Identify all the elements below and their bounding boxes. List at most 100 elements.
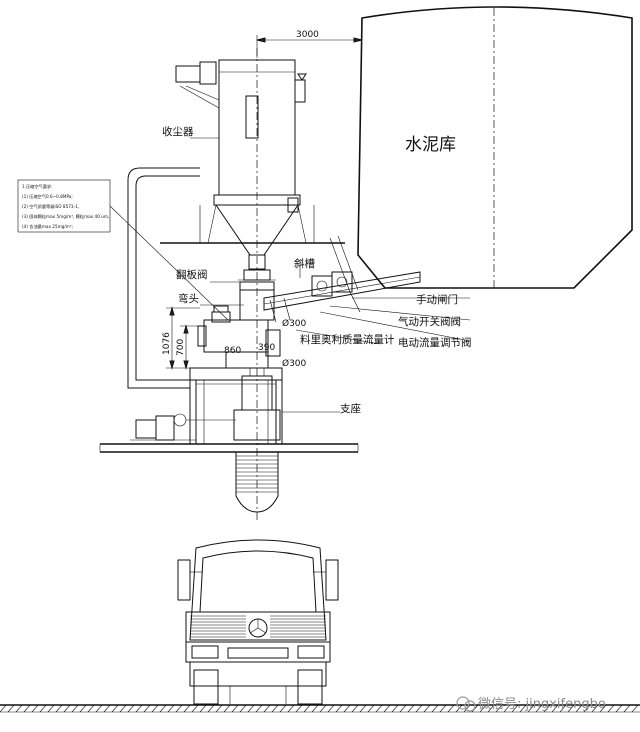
- dust-collector: [160, 48, 345, 520]
- stroke: [191, 704, 199, 713]
- note-line-1: (1) 压缩空气0.6~0.8MPa;: [22, 193, 73, 200]
- note-title: 1.压缩空气要求:: [22, 183, 53, 190]
- loading-spout: [233, 375, 281, 513]
- stroke: [167, 704, 175, 713]
- stroke: [487, 704, 495, 713]
- dim-3000-label: 3000: [296, 30, 319, 40]
- stroke: [295, 704, 303, 713]
- ground-hatch: [0, 704, 639, 713]
- stroke: [527, 704, 535, 713]
- stroke: [383, 704, 391, 713]
- stroke: [519, 704, 527, 713]
- support-label: 支座: [340, 402, 361, 415]
- stroke: [239, 704, 247, 713]
- manual-gate-label: 手动闸门: [416, 293, 458, 306]
- stroke: [71, 704, 79, 713]
- stroke: [247, 704, 255, 713]
- stroke: [255, 704, 263, 713]
- dim-700-label: 700: [176, 339, 186, 356]
- stroke: [551, 704, 559, 713]
- truck-grille: [190, 615, 326, 641]
- stroke: [503, 704, 511, 713]
- stroke: [223, 704, 231, 713]
- stroke: [103, 704, 111, 713]
- stroke: [591, 704, 599, 713]
- stroke: [31, 704, 39, 713]
- note-line-3: (3) 固体颗粒max 5mg/m³, 颗粒max 40 um,: [22, 213, 109, 220]
- stroke: [319, 704, 327, 713]
- vertical-dimensions: [166, 306, 200, 370]
- stroke: [15, 704, 23, 713]
- stroke: [463, 704, 471, 713]
- stroke: [199, 704, 207, 713]
- stroke: [231, 704, 239, 713]
- stroke: [151, 704, 159, 713]
- stroke: [79, 704, 87, 713]
- stroke: [631, 704, 639, 713]
- support-frame: [99, 367, 359, 453]
- stroke: [423, 704, 431, 713]
- stroke: [87, 704, 95, 713]
- stroke: [567, 704, 575, 713]
- blower-motor: [130, 413, 236, 441]
- stroke: [375, 704, 383, 713]
- stroke: [615, 704, 623, 713]
- stroke: [399, 704, 407, 713]
- stroke: [143, 704, 151, 713]
- dim-860-label: 860: [224, 346, 241, 356]
- valve-leaders: [295, 297, 471, 345]
- stroke: [327, 704, 335, 713]
- stroke: [479, 704, 487, 713]
- elbow-label: 弯头: [178, 292, 199, 305]
- stroke: [495, 704, 503, 713]
- flap-valve-label: 翻板阀: [176, 268, 208, 281]
- stroke: [439, 704, 447, 713]
- stroke: [543, 704, 551, 713]
- watermark: 微信号: jingxifengbo: [456, 696, 606, 712]
- stroke: [607, 704, 615, 713]
- stroke: [391, 704, 399, 713]
- stroke: [511, 704, 519, 713]
- stroke: [111, 704, 119, 713]
- stroke: [279, 704, 287, 713]
- stroke: [47, 704, 55, 713]
- stroke: [63, 704, 71, 713]
- stroke: [23, 704, 31, 713]
- stroke: [7, 704, 15, 713]
- air-slide-chute: [263, 235, 421, 323]
- stroke: [447, 704, 455, 713]
- stroke: [39, 704, 47, 713]
- stroke: [135, 704, 143, 713]
- bellows-rings: [236, 455, 278, 493]
- air-pipe-loop: [127, 167, 200, 389]
- stroke: [0, 704, 7, 713]
- stroke: [55, 704, 63, 713]
- dust-collector-label: 收尘器: [162, 125, 194, 138]
- stroke: [343, 704, 351, 713]
- stroke: [95, 704, 103, 713]
- stroke: [367, 704, 375, 713]
- dim-390-label: 390: [258, 343, 275, 353]
- stroke: [119, 704, 127, 713]
- stroke: [271, 704, 279, 713]
- watermark-text: 微信号: jingxifengbo: [478, 697, 606, 712]
- stroke: [535, 704, 543, 713]
- stroke: [287, 704, 295, 713]
- stroke: [599, 704, 607, 713]
- dim-1076-label: 1076: [162, 332, 172, 355]
- dim-d300a-label: Ø300: [282, 318, 307, 329]
- dim-d300b-label: Ø300: [282, 358, 307, 369]
- stroke: [303, 704, 311, 713]
- stroke: [623, 704, 631, 713]
- stroke: [431, 704, 439, 713]
- stroke: [183, 704, 191, 713]
- stroke: [207, 704, 215, 713]
- cement-silo: [357, 6, 633, 289]
- chute-label: 斜槽: [294, 257, 315, 270]
- stroke: [415, 704, 423, 713]
- truck-front-view: [177, 539, 339, 705]
- silo-label: 水泥库: [405, 135, 456, 155]
- electric-valve-label: 电动流量调节阀: [398, 336, 472, 349]
